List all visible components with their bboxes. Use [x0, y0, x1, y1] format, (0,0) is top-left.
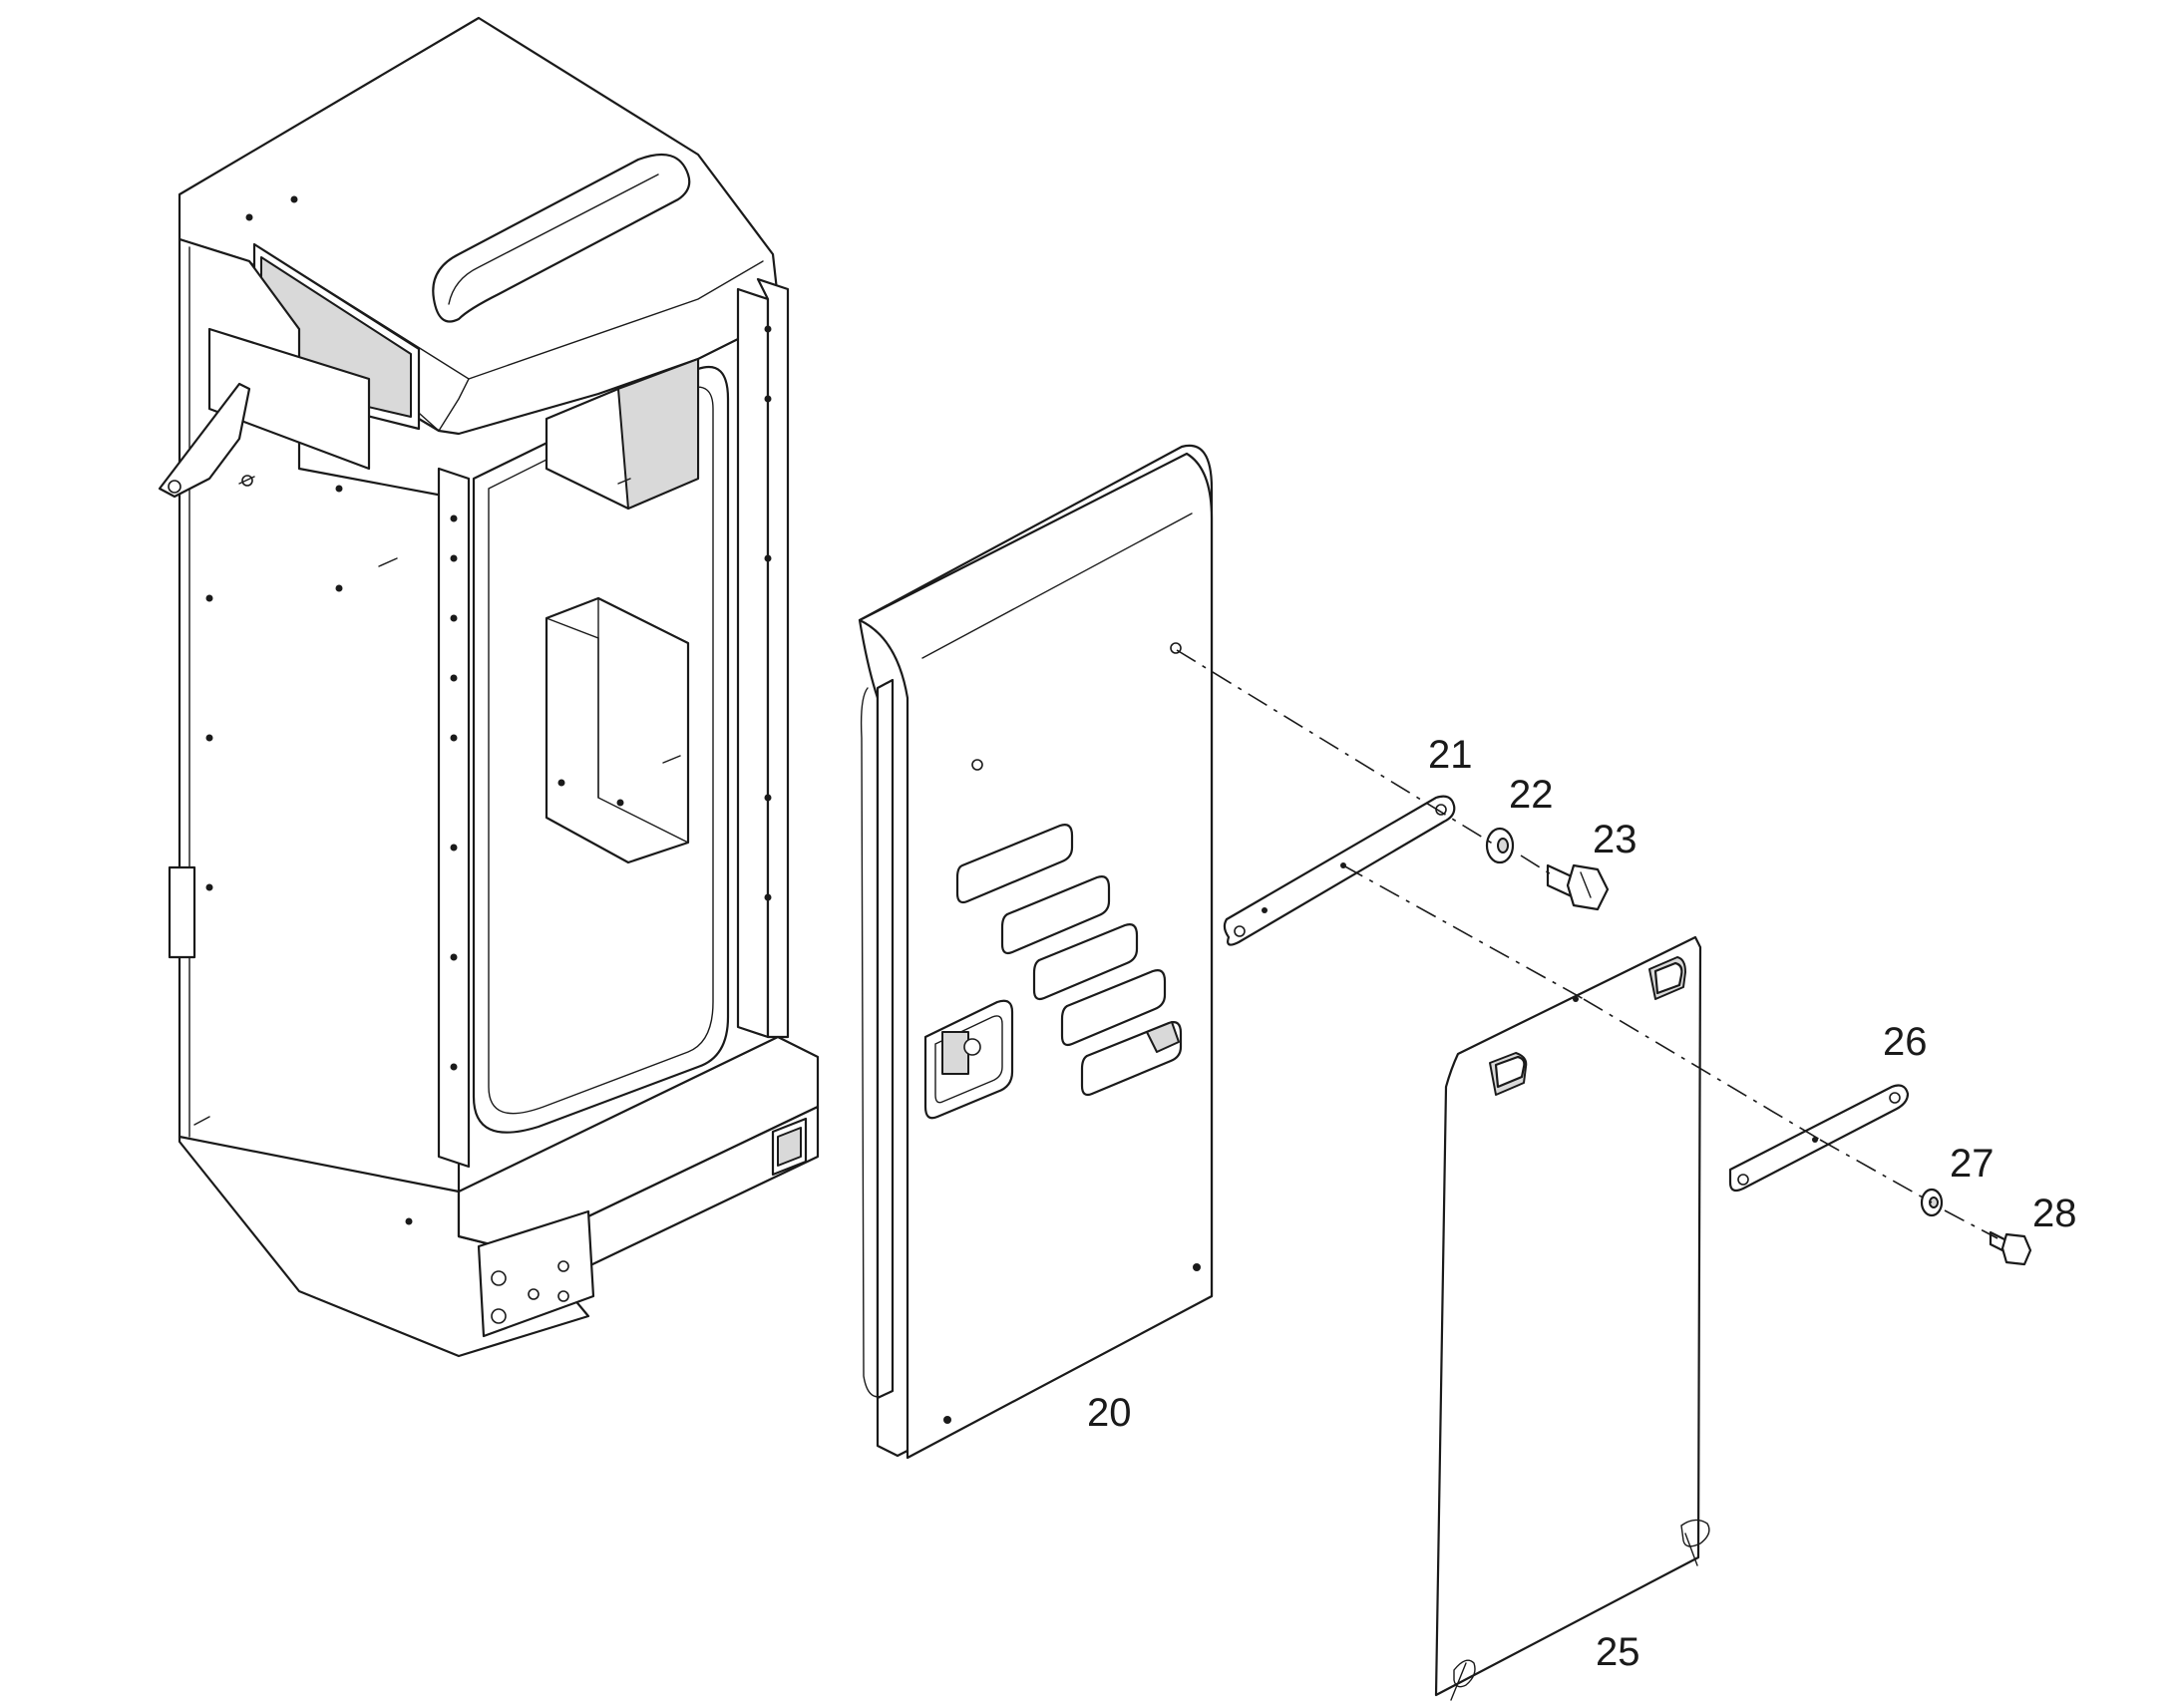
callout-23: 23 [1593, 818, 1637, 861]
strap-26 [1728, 1084, 1910, 1193]
callout-28: 28 [2032, 1192, 2077, 1235]
frame-holes [205, 195, 772, 1225]
callout-20: 20 [1087, 1391, 1132, 1435]
vent-louvers [955, 824, 1183, 1097]
washer-22 [1485, 827, 1515, 864]
part-callouts: 20 21 22 23 25 26 27 28 [1087, 733, 2077, 1674]
cabinet-frame [158, 16, 820, 1358]
callout-21: 21 [1428, 733, 1473, 777]
callout-25: 25 [1596, 1630, 1640, 1674]
door-latch [923, 999, 1014, 1120]
door-panel [858, 444, 1214, 1460]
cover-plate [1434, 935, 1710, 1701]
assembly-axes [1176, 649, 1998, 1239]
callout-26: 26 [1883, 1020, 1928, 1064]
strap-21 [1223, 795, 1456, 946]
callout-22: 22 [1509, 773, 1554, 817]
callout-27: 27 [1950, 1142, 1995, 1186]
bolt-23 [1546, 863, 1610, 911]
